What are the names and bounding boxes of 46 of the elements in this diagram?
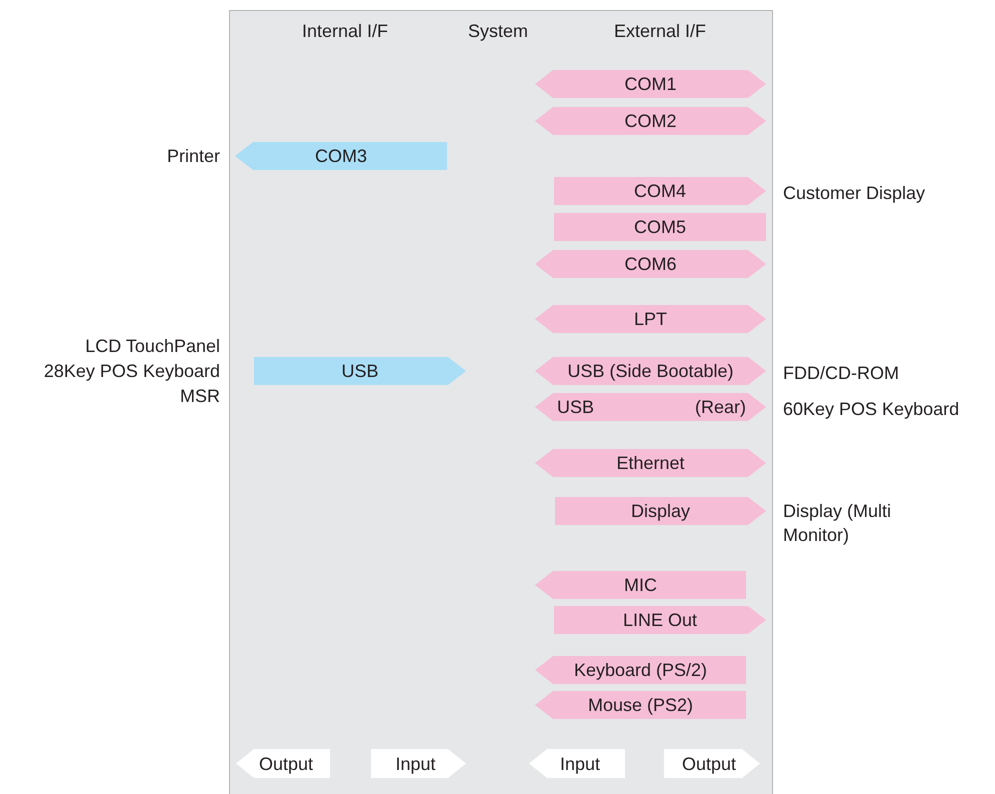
port-label: LPT — [632, 309, 668, 329]
port-tab — [535, 393, 766, 421]
port-tab — [554, 606, 766, 634]
port-tab — [235, 142, 447, 170]
port-label: COM5 — [632, 217, 687, 237]
direction-key: Input — [371, 749, 466, 778]
port-tab — [554, 213, 766, 241]
port-tab — [535, 305, 766, 333]
device-label: Display (Multi Monitor) — [783, 500, 892, 547]
port-tab — [535, 357, 766, 385]
port-tab — [535, 656, 746, 684]
direction-key: Output — [664, 749, 760, 778]
port-label: COM1 — [623, 74, 678, 94]
port-label: USB — [340, 361, 380, 381]
port-tab — [535, 691, 746, 719]
port-label: USB (Side Bootable) — [566, 361, 735, 381]
port-label: COM4 — [632, 181, 687, 201]
port-label: Keyboard (PS/2) — [572, 660, 708, 680]
column-heading: System — [466, 21, 529, 41]
port-label: COM2 — [623, 111, 678, 131]
port-tab — [254, 357, 466, 385]
port-label: USB — [557, 397, 594, 417]
port-tab — [555, 497, 766, 525]
port-label: Mouse (PS2) — [586, 695, 694, 715]
column-heading: Internal I/F — [300, 21, 390, 41]
port-label: Display — [630, 501, 692, 521]
port-label: (Rear) — [694, 397, 746, 417]
port-tab — [535, 107, 766, 135]
port-label: COM6 — [623, 254, 678, 274]
port-label: LINE Out — [622, 610, 698, 630]
device-label: 60Key POS Keyboard — [783, 398, 960, 421]
device-label: LCD TouchPanel — [85, 336, 220, 356]
port-label: MIC — [623, 575, 658, 595]
port-tab — [535, 250, 766, 278]
device-label: FDD/CD-ROM — [783, 362, 900, 385]
port-tab — [535, 571, 746, 599]
port-tab — [535, 449, 766, 477]
device-label: Printer — [166, 146, 220, 166]
device-label: 28Key POS Keyboard — [44, 361, 220, 381]
device-label: Customer Display — [783, 182, 926, 205]
device-label: MSR — [180, 386, 220, 406]
column-heading: External I/F — [612, 21, 708, 41]
port-label: Ethernet — [615, 453, 686, 473]
port-tab — [554, 177, 766, 205]
port-label: COM3 — [314, 146, 368, 166]
port-tab — [535, 70, 766, 98]
